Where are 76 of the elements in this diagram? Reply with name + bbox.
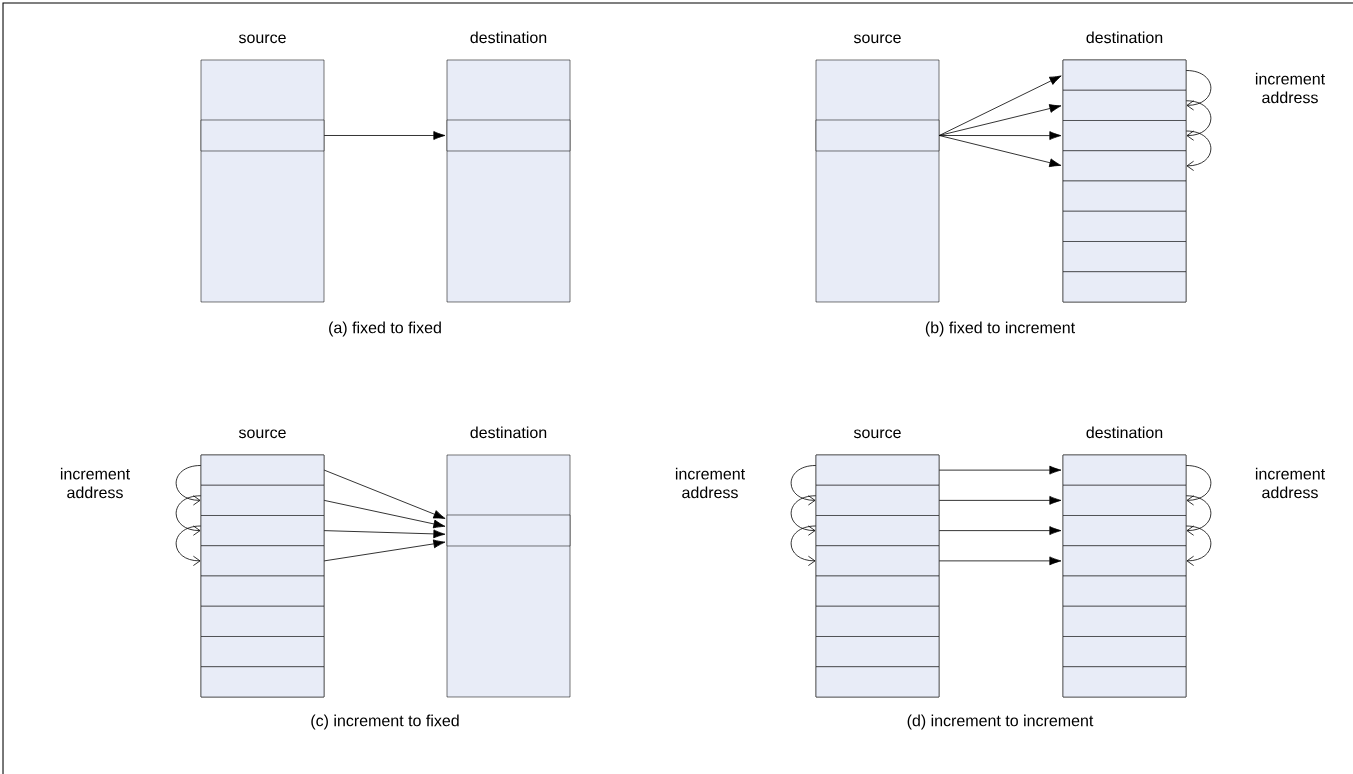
increment-note: increment address [1255, 72, 1325, 104]
increment-note: increment address [675, 467, 745, 499]
memory-cell [1062, 485, 1187, 516]
loop-arrow [1185, 525, 1212, 566]
loop-arrow [790, 495, 817, 536]
memory-cell [1062, 211, 1187, 242]
panel-caption: (d) increment to increment [907, 714, 1094, 730]
arrow [938, 75, 1062, 136]
memory-cell [1062, 545, 1187, 577]
loop-arrow [1185, 465, 1212, 506]
loop-arrow [1185, 495, 1212, 536]
memory-cell [1062, 90, 1187, 121]
memory-cell [200, 515, 325, 546]
memory-cell [1062, 180, 1187, 212]
loop-arrow [175, 465, 202, 506]
memory-cell [1062, 59, 1187, 91]
loop-arrow [1185, 100, 1212, 141]
memory-cell [1062, 666, 1187, 698]
arrow [323, 500, 446, 529]
increment-note: increment address [1255, 467, 1325, 499]
memory-cell [1062, 606, 1187, 637]
panel-caption: (c) increment to fixed [311, 714, 459, 730]
memory-cell [200, 119, 325, 152]
memory-cell [815, 575, 940, 607]
arrow [938, 526, 1062, 535]
arrow [323, 131, 446, 140]
memory-cell [815, 666, 940, 698]
memory-cell [815, 454, 940, 486]
memory-cell [200, 454, 325, 486]
loop-arrow [790, 465, 817, 506]
memory-cell [1062, 515, 1187, 546]
increment-note: increment address [60, 467, 130, 499]
node-label: source [853, 34, 901, 44]
arrow [323, 469, 446, 519]
memory-cell [200, 666, 325, 698]
arrow [938, 556, 1062, 566]
loop-arrow [790, 525, 817, 566]
loop-arrow [1185, 70, 1212, 111]
node-label: source [238, 34, 286, 44]
node-label: source [238, 429, 286, 439]
arrow [938, 496, 1062, 505]
memory-cell [815, 636, 940, 667]
memory-cell [1062, 636, 1187, 667]
memory-cell [200, 575, 325, 607]
memory-cell [815, 545, 940, 577]
panel-caption: (a) fixed to fixed [329, 321, 441, 337]
memory-cell [200, 636, 325, 667]
memory-cell [1062, 575, 1187, 607]
memory-cell [446, 119, 571, 152]
arrow [938, 465, 1062, 475]
memory-cell [1062, 271, 1187, 303]
node-label: destination [1086, 31, 1163, 44]
memory-cell [200, 485, 325, 516]
node-label: destination [1086, 426, 1163, 439]
node-label: destination [470, 31, 547, 44]
loop-arrow [1185, 130, 1212, 171]
memory-cell [1062, 241, 1187, 272]
loop-arrow [175, 495, 202, 536]
arrow [938, 104, 1062, 136]
arrow [323, 529, 446, 539]
memory-cell [200, 606, 325, 637]
arrow [323, 539, 446, 562]
memory-cell [815, 515, 940, 546]
memory-cell [815, 606, 940, 637]
node-label: source [853, 429, 901, 439]
memory-cell [1062, 454, 1187, 486]
memory-cell [446, 514, 571, 547]
memory-cell [200, 545, 325, 577]
memory-cell [815, 485, 940, 516]
memory-cell [815, 119, 940, 152]
memory-cell [1062, 120, 1187, 151]
arrow [938, 135, 1062, 168]
node-label: destination [470, 426, 547, 439]
memory-cell [1062, 150, 1187, 182]
panel-caption: (b) fixed to increment [925, 321, 1075, 337]
loop-arrow [175, 525, 202, 566]
